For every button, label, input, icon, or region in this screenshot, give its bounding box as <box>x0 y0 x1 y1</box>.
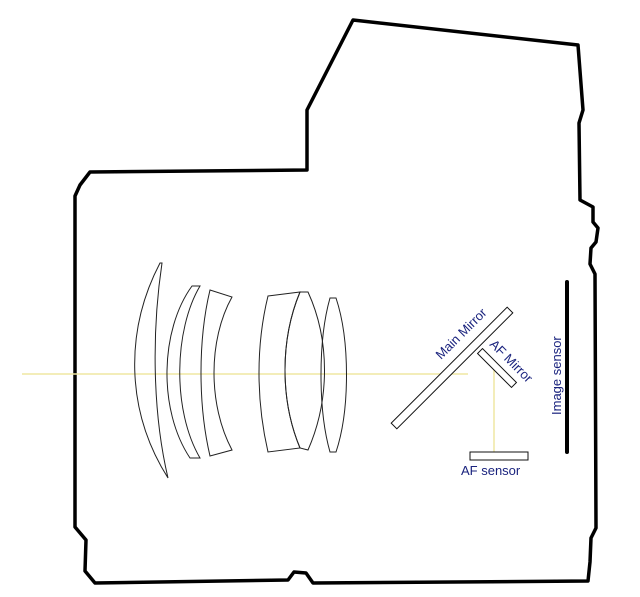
main-mirror <box>390 306 514 430</box>
lens-element-6 <box>320 297 347 453</box>
lens-element-4 <box>258 291 301 453</box>
image-sensor-label: Image sensor <box>549 336 564 415</box>
lens-element-1 <box>134 262 169 479</box>
af-mirror <box>476 347 518 389</box>
camera-body-outline-icon <box>73 18 600 585</box>
lens-element-2 <box>166 285 201 459</box>
af-sensor-label: AF sensor <box>461 463 521 478</box>
af-sensor <box>469 451 529 461</box>
lens-element-3 <box>200 289 233 457</box>
lens-elements-icon <box>134 262 347 479</box>
lens-element-5 <box>284 291 325 451</box>
